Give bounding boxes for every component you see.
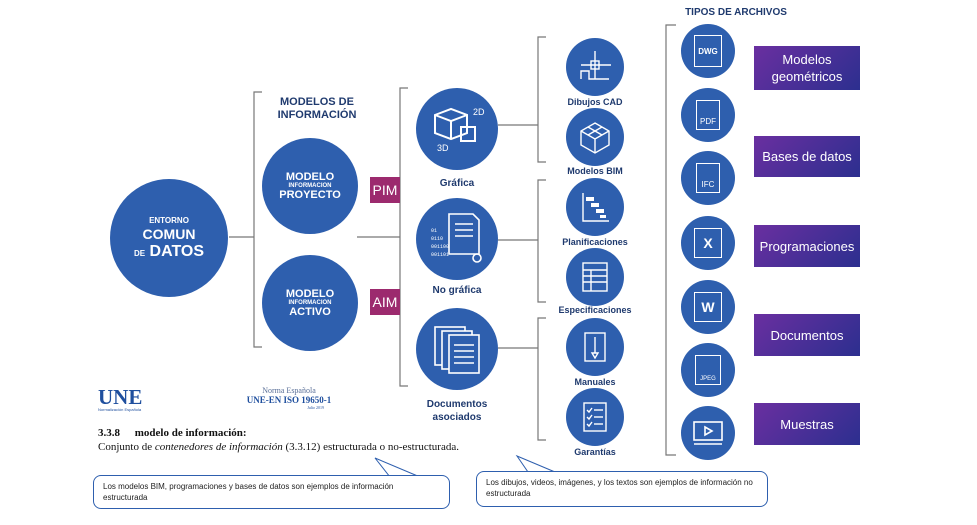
pim-line2: INFORMACION — [288, 183, 332, 189]
planificaciones-label: Planificaciones — [562, 237, 628, 247]
norma-line1: Norma Española — [262, 386, 316, 395]
models-header-line1: MODELOS DE — [280, 96, 354, 108]
no-grafica-circle: 01 0110 001100 001101 — [416, 198, 498, 280]
modelo-activo-circle: MODELO INFORMACION ACTIVO — [262, 255, 358, 351]
binary-1: 01 — [431, 228, 437, 234]
definition-title: 3.3.8 modelo de información: — [98, 427, 247, 439]
definition-term: modelo de información: — [134, 427, 247, 439]
root-line3-big: DATOS — [149, 242, 205, 260]
manuales-circle — [566, 318, 624, 376]
definition-text-a: Conjunto de — [98, 441, 155, 453]
especificaciones-circle — [566, 248, 624, 306]
grafica-circle: 2D 3D — [416, 88, 498, 170]
ifc-label: IFC — [696, 163, 720, 193]
bases-de-datos-box: Bases de datos — [754, 136, 860, 177]
une-logo: UNE Normalización Española — [98, 385, 154, 413]
documents-stack-icon — [434, 326, 480, 374]
definition-text-italic: contenedores de información — [154, 441, 283, 453]
pdf-label: PDF — [696, 100, 720, 130]
icon-3d-label: 3D — [437, 143, 449, 153]
binary-4: 001101 — [431, 252, 449, 258]
word-label: W — [694, 292, 722, 322]
modelos-bim-circle — [566, 108, 624, 166]
ifc-file-icon: IFC — [681, 151, 735, 205]
documentos-label: Documentos asociados — [406, 398, 508, 424]
cad-drawing-icon — [580, 51, 611, 80]
modelo-proyecto-circle: MODELO INFORMACION PROYECTO — [262, 138, 358, 234]
video-file-icon — [681, 406, 735, 460]
excel-label: X — [694, 228, 722, 258]
models-header: MODELOS DE INFORMACIÓN — [262, 96, 372, 122]
une-logo-text: UNE — [98, 385, 143, 409]
video-play-icon — [693, 421, 723, 445]
spec-sheet-icon — [582, 262, 608, 292]
definition-text: Conjunto de contenedores de información … — [98, 441, 459, 453]
dwg-file-icon: DWG — [681, 24, 735, 78]
box1-line1: Modelos — [782, 52, 832, 67]
binary-2: 0110 — [431, 236, 443, 242]
dibujos-cad-label: Dibujos CAD — [567, 97, 623, 107]
aim-line3: ACTIVO — [289, 306, 331, 318]
dwg-label: DWG — [694, 35, 722, 67]
cube-2d-3d-icon: 2D 3D — [434, 107, 485, 153]
norma-block: Norma Española UNE-EN ISO 19650-1 Julio … — [234, 386, 344, 410]
grafica-label: Gráfica — [439, 178, 475, 189]
root-line2: COMUN — [142, 225, 196, 242]
icon-2d-label: 2D — [473, 107, 485, 117]
word-file-icon: W — [681, 280, 735, 334]
pim-line3: PROYECTO — [279, 189, 341, 201]
documentos-circle — [416, 308, 498, 390]
planificaciones-circle — [566, 178, 624, 236]
no-grafica-label: No gráfica — [432, 285, 482, 296]
manuales-label: Manuales — [574, 377, 616, 387]
aim-line1: MODELO — [285, 288, 335, 300]
jpeg-label: JPEG — [695, 355, 721, 385]
definition-number: 3.3.8 — [98, 427, 120, 439]
unstructured-info-note: Los dibujos, videos, imágenes, y los tex… — [476, 471, 768, 507]
box1-line2: geométricos — [771, 69, 843, 84]
models-header-line2: INFORMACIÓN — [277, 109, 357, 121]
definition-text-b: (3.3.12) estructurada o no-estructurada. — [282, 441, 460, 453]
jpeg-file-icon: JPEG — [681, 343, 735, 397]
checklist-icon — [583, 402, 607, 432]
manual-book-icon — [584, 332, 606, 362]
especificaciones-label: Especificaciones — [558, 305, 632, 315]
gantt-chart-icon — [582, 193, 609, 222]
documentos-label-line1: Documentos — [426, 399, 488, 410]
documentos-box: Documentos — [754, 314, 860, 356]
aim-tag: AIM — [370, 289, 400, 315]
binary-3: 001100 — [431, 244, 449, 250]
root-line3-small: DE — [133, 248, 146, 258]
dibujos-cad-circle — [566, 38, 624, 96]
muestras-box: Muestras — [754, 403, 860, 445]
root-line1: ENTORNO — [149, 215, 189, 225]
aim-line2: INFORMACION — [288, 300, 332, 306]
norma-line3: Julio 2019 — [307, 405, 324, 410]
modelos-geometricos-box: Modelos geométricos — [754, 46, 860, 90]
pim-tag: PIM — [370, 177, 400, 203]
excel-file-icon: X — [681, 216, 735, 270]
structured-info-note: Los modelos BIM, programaciones y bases … — [93, 475, 450, 509]
documentos-label-line2: asociados — [432, 412, 482, 423]
pim-line1: MODELO — [285, 171, 335, 183]
bim-building-icon — [580, 122, 610, 154]
entorno-comun-datos-circle: ENTORNO COMUN DE DATOS — [110, 179, 228, 297]
file-types-header: TIPOS DE ARCHIVOS — [685, 7, 787, 18]
document-data-icon: 01 0110 001100 001101 — [431, 213, 482, 263]
modelos-bim-label: Modelos BIM — [567, 166, 623, 176]
garantias-circle — [566, 388, 624, 446]
une-logo-sub: Normalización Española — [98, 407, 142, 412]
programaciones-box: Programaciones — [754, 225, 860, 267]
garantias-label: Garantías — [574, 447, 616, 457]
norma-line2: UNE-EN ISO 19650-1 — [246, 395, 332, 405]
pdf-file-icon: PDF — [681, 88, 735, 142]
